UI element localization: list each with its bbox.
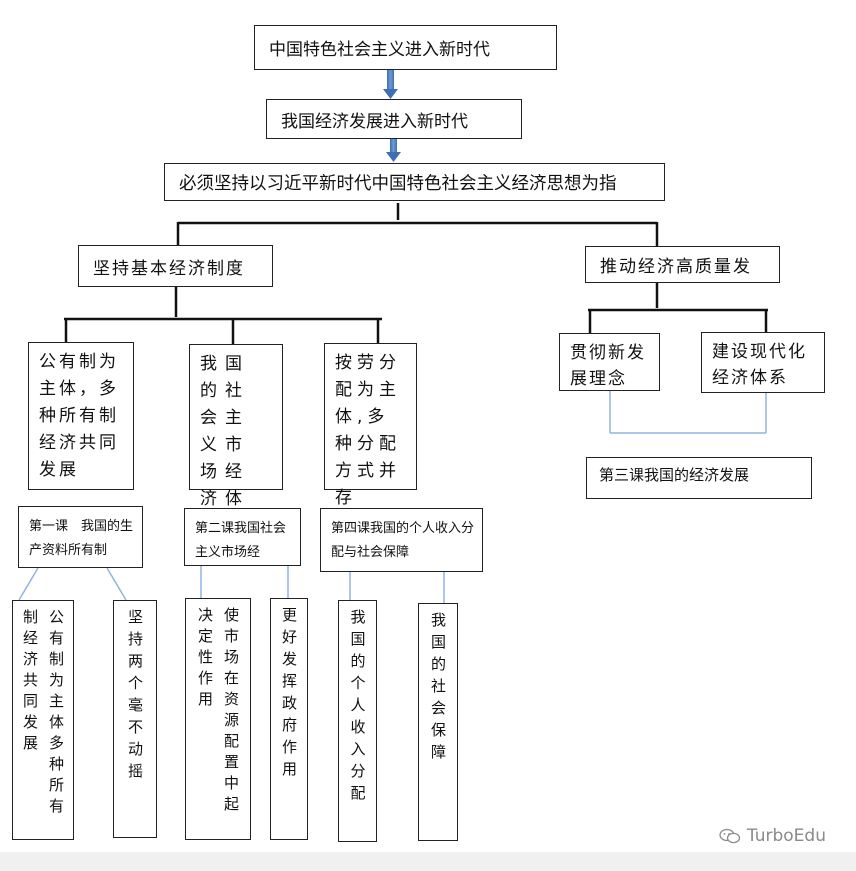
left-node-3-text: 按劳分配为主体,多种分配方式并存 [335,353,401,508]
root-line1-text: 中国特色社会主义进入新时代 [269,40,490,60]
left-node-1-text: 公有制为主体，多种所有制经济共同发展 [39,352,119,480]
down-arrow-2 [386,139,401,162]
lesson-two-box: 第二课我国社会主义市场经 [184,508,301,566]
lesson-one-title: 第一课 我国的生产资料所有制 [29,519,134,558]
lesson-three-box: 第三课我国的经济发展 [586,457,812,499]
lesson-one-child-1: 公有制为主体多种所有制经济共同发展 [12,600,74,840]
left-node-2-text: 我国的社会主义市场经济体制 [200,354,250,536]
watermark-text: TurboEdu [746,826,826,846]
lesson-four-child-1: 我国的个人收入分配 [338,600,377,842]
lesson-four-child-2: 我国的社会保障 [418,603,458,841]
wechat-icon [719,828,741,844]
left-sub-bracket [64,287,382,344]
right-node-new-development-concept: 贯彻新发展理念 [559,333,660,391]
left-node-distribution: 按劳分配为主体,多种分配方式并存 [324,343,417,508]
left-branch-title-box: 坚持基本经济制度 [78,245,273,287]
root-box-guiding-thought: 必须坚持以习近平新时代中国特色社会主义经济思想为指 [164,163,665,201]
footer-strip [0,852,856,871]
lesson-two-child-2: 更好发挥政府作用 [270,598,308,840]
lesson-two-child-2-text: 更好发挥政府作用 [280,607,298,783]
left-branch-title: 坚持基本经济制度 [93,258,245,279]
lesson-one-child-2-text: 坚持两个毫不动摇 [126,609,144,785]
right-blue-connector [609,391,767,434]
lesson-two-child-1-text: 使市场在资源配置中起决定性作用 [196,607,240,817]
lesson-three-text: 第三课我国的经济发展 [599,466,750,484]
left-node-public-ownership: 公有制为主体，多种所有制经济共同发展 [28,342,134,490]
left-node-market-economy: 我国的社会主义市场经济体制 [189,344,283,536]
down-arrow-1 [383,70,398,99]
right-branch-title: 推动经济高质量发 [600,257,752,277]
root-line2-text: 我国经济发展进入新时代 [281,111,468,132]
right-sub-bracket [588,283,768,333]
lesson-four-box: 第四课我国的个人收入分配与社会保障 [320,508,483,572]
lesson-one-child-2: 坚持两个毫不动摇 [113,600,157,838]
lesson-four-child-1-text: 我国的个人收入分配 [348,609,367,807]
lesson-blue-connectors [18,566,445,603]
main-split-bracket [176,203,659,246]
right-node-2-text: 建设现代化经济体系 [712,342,807,388]
lesson-four-title: 第四课我国的个人收入分配与社会保障 [331,521,475,560]
lesson-one-box: 第一课 我国的生产资料所有制 [18,506,143,568]
lesson-two-title: 第二课我国社会主义市场经 [195,521,287,560]
lesson-one-child-1-text: 公有制为主体多种所有制经济共同发展 [21,609,65,819]
root-box-economy-new-era: 我国经济发展进入新时代 [266,99,522,139]
right-node-modern-economic-system: 建设现代化经济体系 [701,332,825,393]
right-node-1-text: 贯彻新发展理念 [570,343,646,389]
root-box-new-era: 中国特色社会主义进入新时代 [254,25,557,70]
root-line3-text: 必须坚持以习近平新时代中国特色社会主义经济思想为指 [179,173,617,194]
lesson-four-child-2-text: 我国的社会保障 [429,612,447,766]
right-branch-title-box: 推动经济高质量发 [585,246,780,283]
watermark: TurboEdu [719,826,826,846]
lesson-two-child-1: 使市场在资源配置中起决定性作用 [185,598,251,840]
